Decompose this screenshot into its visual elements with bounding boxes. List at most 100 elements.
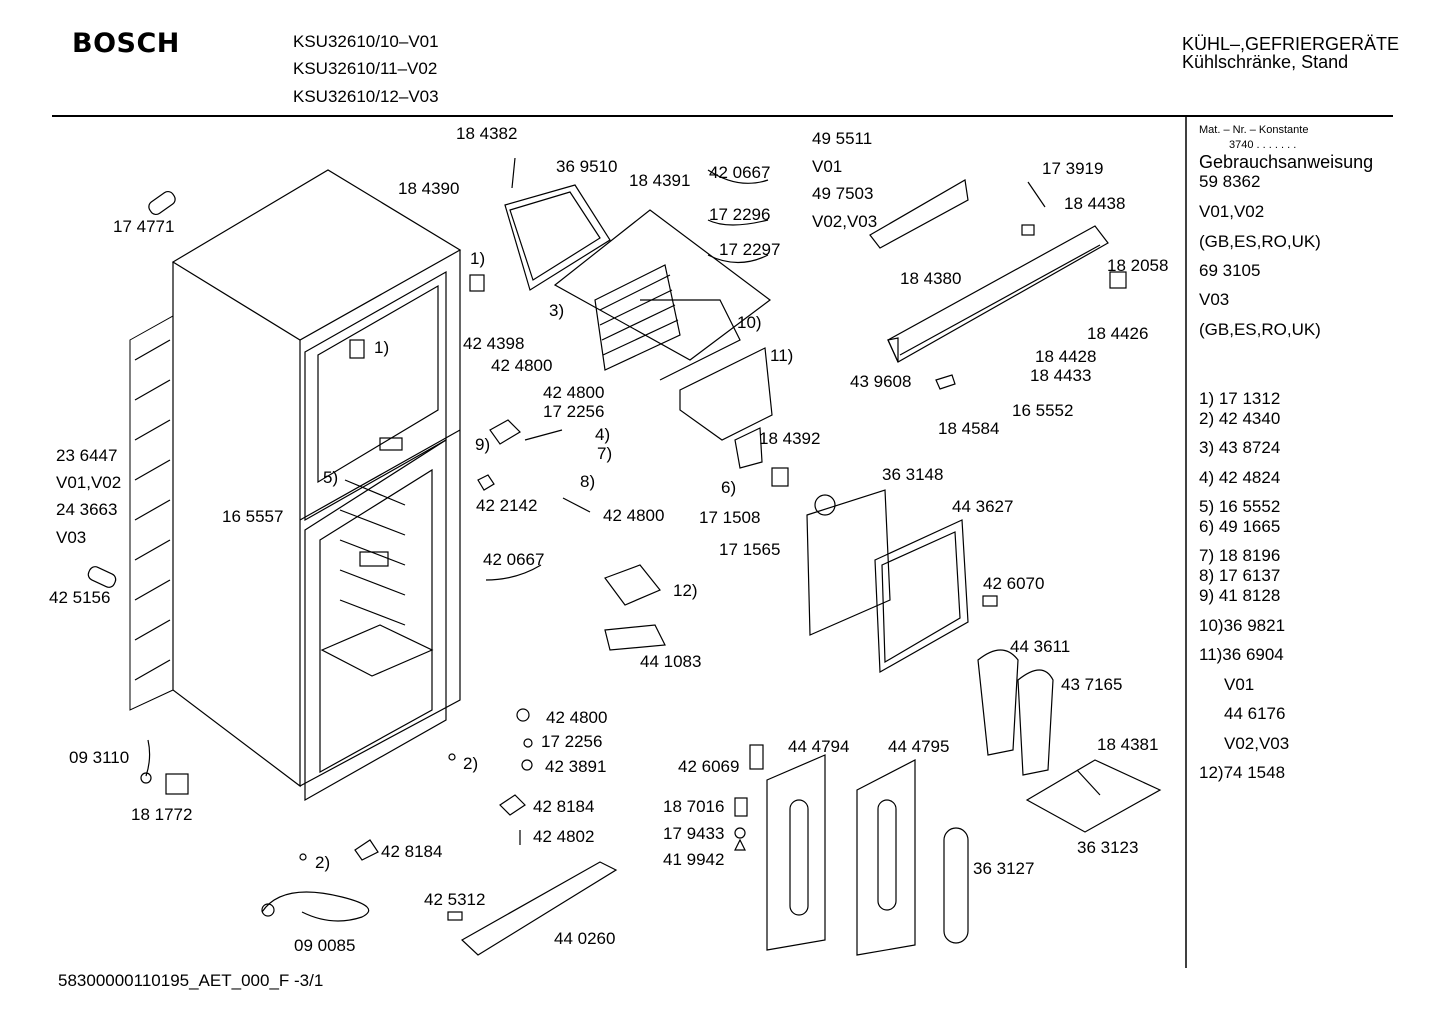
sidebar-ref: 2) 42 4340 <box>1199 409 1281 428</box>
part-label: 17 2297 <box>719 240 781 259</box>
sidebar-ref: 5) 16 5552 <box>1199 497 1281 516</box>
part-label: 18 4391 <box>629 171 691 190</box>
part-label: 44 0260 <box>554 929 616 948</box>
part-label: 18 4381 <box>1097 735 1159 754</box>
part-label: 18 4428 <box>1035 347 1097 366</box>
part-label: 42 3891 <box>545 757 607 776</box>
sidebar-ref: 10)36 9821 <box>1199 616 1286 635</box>
part-label: 18 1772 <box>131 805 193 824</box>
ref-label: 8) <box>580 472 596 491</box>
brand-logo: BOSCH <box>72 28 180 59</box>
sidebar-line: 69 3105 <box>1199 261 1261 280</box>
part-label: 23 6447 <box>56 446 118 465</box>
part-label: 18 2058 <box>1107 256 1169 275</box>
part-label: 44 3627 <box>952 497 1014 516</box>
sidebar-ref: 11)36 6904 <box>1199 645 1284 664</box>
category-title: KÜHL–,GEFRIERGERÄTE <box>1182 34 1400 54</box>
ref-label: 4) <box>595 425 611 444</box>
part-label: 17 2256 <box>541 732 603 751</box>
part-label: 42 6070 <box>983 574 1045 593</box>
sidebar-ref: 3) 43 8724 <box>1199 438 1281 457</box>
part-label: 44 1083 <box>640 652 702 671</box>
part-label: 42 4800 <box>603 506 665 525</box>
part-label: 43 9608 <box>850 372 912 391</box>
part-label: 42 4800 <box>543 383 605 402</box>
part-label: 43 7165 <box>1061 675 1123 694</box>
part-label: 42 4398 <box>463 334 525 353</box>
ref-label: 1) <box>374 338 390 357</box>
part-label: 09 3110 <box>69 748 130 767</box>
part-label: 42 2142 <box>476 496 538 515</box>
panel-443627 <box>874 519 969 674</box>
model-number-3: KSU32610/12–V03 <box>293 87 439 106</box>
sidebar-ref: 9) 41 8128 <box>1199 586 1281 605</box>
part-label: 42 0667 <box>483 550 545 569</box>
part-label: 42 8184 <box>533 797 595 816</box>
part-label: 42 4802 <box>533 827 595 846</box>
ref-label: 12) <box>673 581 698 600</box>
part-label: 44 3611 <box>1010 637 1071 656</box>
part-label: 17 1508 <box>699 508 761 527</box>
part-label: 44 4794 <box>788 737 850 756</box>
part-label: 18 4438 <box>1064 194 1126 213</box>
sidebar-ref: 1) 17 1312 <box>1199 389 1281 408</box>
part-label: 42 0667 <box>709 163 771 182</box>
ref-label: 5) <box>323 468 339 487</box>
sidebar-ref: V02,V03 <box>1224 734 1290 753</box>
ref-label: 10) <box>737 313 762 332</box>
part-label: 18 4380 <box>900 269 962 288</box>
category-subtitle: Kühlschränke, Stand <box>1182 52 1349 72</box>
manual-label: Gebrauchsanweisung <box>1199 152 1374 172</box>
plug-icon-2 <box>87 566 117 588</box>
model-number-2: KSU32610/11–V02 <box>293 59 438 78</box>
part-label: 18 4584 <box>938 419 1000 438</box>
part-label: 17 3919 <box>1042 159 1104 178</box>
part-label: 18 4426 <box>1087 324 1149 343</box>
model-number-1: KSU32610/10–V01 <box>293 32 439 51</box>
sidebar-line: 59 8362 <box>1199 172 1261 191</box>
part-label: 17 1565 <box>719 540 781 559</box>
sidebar-ref: 7) 18 8196 <box>1199 546 1281 565</box>
variant-label: V03 <box>56 528 87 547</box>
part-label: 17 4771 <box>113 217 175 236</box>
ref-label: 7) <box>597 444 613 463</box>
ref-label: 2) <box>315 853 331 872</box>
part-label: 18 4392 <box>759 429 821 448</box>
sidebar-ref: V01 <box>1224 675 1255 694</box>
part-label: 36 3127 <box>973 859 1035 878</box>
part-label: 17 2296 <box>709 205 771 224</box>
part-label: 42 4800 <box>491 356 553 375</box>
part-label: 42 4800 <box>546 708 608 727</box>
part-label: 18 4382 <box>456 124 518 143</box>
part-label: 42 5312 <box>424 890 486 909</box>
part-label: 36 3123 <box>1077 838 1139 857</box>
part-label: 18 4390 <box>398 179 460 198</box>
sidebar-line: (GB,ES,RO,UK) <box>1199 232 1321 251</box>
part-label: 18 7016 <box>663 797 725 816</box>
sidebar-ref: 4) 42 4824 <box>1199 468 1281 487</box>
door-liner-drawing <box>766 649 1162 956</box>
part-label: 17 2256 <box>543 402 605 421</box>
part-label: 49 5511 <box>812 129 873 148</box>
sidebar-line: V01,V02 <box>1199 202 1265 221</box>
footer-code: 58300000110195_AET_000_F -3/1 <box>58 971 324 990</box>
part-label: 18 4433 <box>1030 366 1092 385</box>
variant-label: V01,V02 <box>56 473 122 492</box>
part-label: 36 3148 <box>882 465 944 484</box>
part-label: 42 5156 <box>49 588 111 607</box>
part-label: 24 3663 <box>56 500 118 519</box>
sidebar-ref: 8) 17 6137 <box>1199 566 1281 585</box>
ref-label: 9) <box>475 435 491 454</box>
cabinet-drawing <box>129 169 462 802</box>
ref-label: 6) <box>721 478 737 497</box>
sidebar-ref: 44 6176 <box>1224 704 1286 723</box>
ref-label: 11) <box>770 346 794 365</box>
sidebar-ref: 12)74 1548 <box>1199 763 1286 782</box>
ref-label: 1) <box>470 249 486 268</box>
ref-label: 3) <box>549 301 565 320</box>
variant-label: V02,V03 <box>812 212 878 231</box>
variant-label: V01 <box>812 157 843 176</box>
sidebar-ref: 6) 49 1665 <box>1199 517 1281 536</box>
part-label: 42 6069 <box>678 757 740 776</box>
